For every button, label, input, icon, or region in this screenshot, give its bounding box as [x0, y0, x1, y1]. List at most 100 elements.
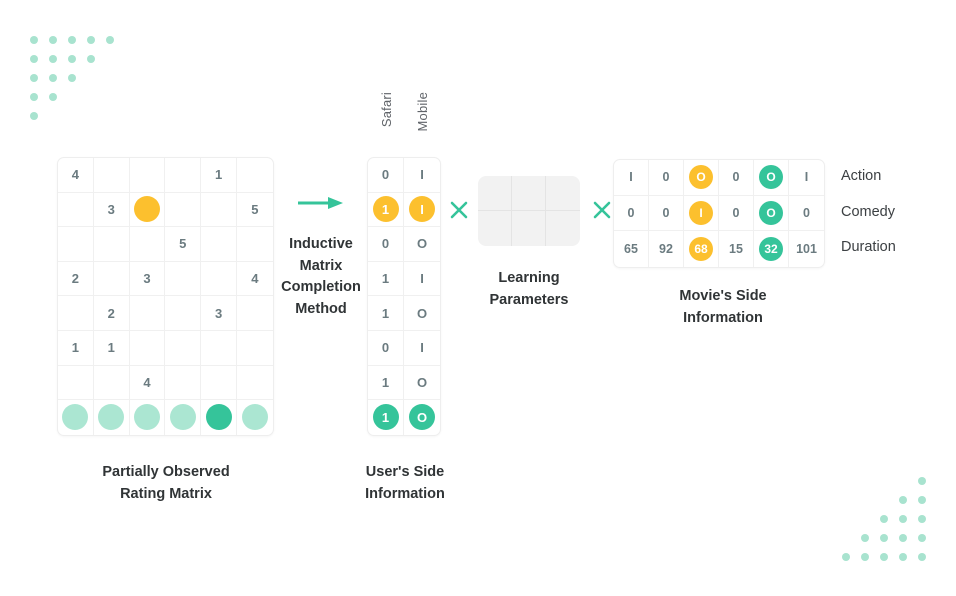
user-matrix-cell-r7-c2: O	[404, 366, 440, 401]
movie-matrix-cell-r1-c3: O	[684, 160, 719, 196]
movie-matrix-chip-teal: 32	[759, 236, 783, 261]
rating-matrix-cell-r5-c5: 3	[201, 296, 237, 331]
dot	[918, 533, 926, 542]
rating-matrix-cell-r4-c5	[201, 261, 237, 297]
dot	[899, 514, 907, 523]
user-matrix-chip-teal: 1	[372, 404, 399, 431]
decorative-dots-bottom-right	[831, 471, 926, 566]
dot-row-2	[30, 49, 125, 68]
rating-matrix-chip-tealpale	[169, 404, 196, 431]
rating-matrix-chip-yellow	[133, 196, 160, 223]
dot	[68, 73, 76, 82]
rating-matrix-cell-r8-c4	[165, 400, 202, 435]
rating-matrix-cell-r1-c5: 1	[201, 158, 237, 193]
dot	[30, 35, 38, 44]
movie-matrix-cell-r2-c3: I	[684, 195, 719, 231]
dot	[30, 111, 38, 120]
dot	[30, 54, 38, 63]
movie-matrix-cell-r3-c2: 92	[649, 231, 684, 267]
rating-matrix-cell-r6-c6	[236, 331, 273, 366]
rating-matrix-cell-r3-c6	[236, 227, 273, 262]
rating-matrix-caption-line2: Rating Matrix	[120, 485, 212, 502]
learning-parameters-caption: Learning Parameters	[464, 268, 594, 311]
rating-matrix-cell-r6-c3	[129, 330, 166, 366]
rating-matrix-chip-tealpale	[98, 404, 125, 431]
rating-matrix-cell-r2-c5	[201, 192, 237, 228]
rating-matrix-cell-r1-c4	[165, 158, 202, 193]
movie-matrix-cell-r2-c6: 0	[789, 196, 824, 231]
dot	[918, 495, 926, 504]
rating-matrix-chip-tealpale	[62, 404, 89, 431]
movie-matrix-cell-r3-c5: 32	[754, 231, 789, 267]
dot-row-1	[831, 471, 926, 490]
movie-matrix-cell-r1-c1: I	[614, 160, 649, 196]
user-matrix-cell-r1-c2: I	[404, 158, 440, 193]
rating-matrix-cell-r4-c2	[93, 261, 130, 297]
user-matrix-cell-r8-c2: O	[404, 400, 440, 435]
user-matrix-chip-yellow: 1	[372, 196, 399, 223]
user-matrix-cell-r6-c2: I	[404, 331, 440, 366]
inductive-matrix-completion-method-label: Inductive Matrix Completion Method	[268, 234, 374, 320]
dot	[899, 552, 907, 561]
rating-matrix-cell-r4-c6: 4	[236, 262, 273, 297]
movie-row-label-action: Action	[841, 168, 882, 184]
multiply-icon-1	[448, 199, 470, 221]
dot	[49, 35, 57, 44]
rating-matrix-cell-r3-c2	[93, 227, 130, 262]
user-matrix-cell-r3-c1: 0	[368, 227, 404, 262]
decorative-dots-top-left	[30, 30, 125, 125]
learning-parameters-matrix	[478, 176, 580, 246]
movie-matrix-chip-yellow: O	[689, 165, 713, 190]
rating-matrix-cell-r7-c3: 4	[129, 365, 166, 401]
user-matrix-cell-r5-c2: O	[404, 296, 440, 331]
dot	[106, 35, 114, 44]
rating-matrix-chip-teal	[205, 404, 232, 431]
dot	[880, 514, 888, 523]
dot	[49, 92, 57, 101]
rating-matrix-cell-r6-c5	[201, 330, 237, 366]
user-matrix-cell-r3-c2: O	[404, 227, 440, 262]
rating-matrix-cell-r1-c3	[129, 158, 166, 193]
user-matrix-chip-yellow: I	[409, 196, 435, 223]
rating-matrix-cell-r4-c1: 2	[58, 261, 94, 297]
user-matrix-cell-r5-c1: 1	[368, 296, 404, 331]
user-matrix-cell-r1-c1: 0	[368, 158, 404, 193]
dot	[49, 73, 57, 82]
dot	[861, 533, 869, 542]
rating-matrix-cell-r1-c1: 4	[58, 158, 94, 193]
dot	[880, 552, 888, 561]
user-matrix-cell-r4-c2: I	[404, 262, 440, 297]
movie-matrix-cell-r2-c2: 0	[649, 195, 684, 231]
dot	[30, 92, 38, 101]
user-matrix-cell-r8-c1: 1	[368, 400, 404, 435]
rating-matrix-cell-r2-c4	[165, 192, 202, 228]
rating-matrix-caption-line1: Partially Observed	[102, 464, 230, 480]
rating-matrix-cell-r3-c5	[201, 227, 237, 262]
rating-matrix-cell-r5-c6	[236, 296, 273, 331]
rating-matrix-cell-r7-c4	[165, 365, 202, 401]
rating-matrix-cell-r8-c6	[237, 400, 273, 435]
dot	[918, 552, 926, 561]
user-matrix-chip-teal: O	[409, 404, 435, 431]
movie-matrix-cell-r1-c5: O	[754, 160, 789, 196]
movie-matrix-cell-r1-c2: 0	[649, 160, 684, 196]
user-matrix-column-header-safari: Safari	[379, 92, 394, 128]
rating-matrix-cell-r2-c2: 3	[93, 192, 130, 228]
dot	[68, 35, 76, 44]
rating-matrix-cell-r1-c2	[93, 158, 130, 193]
movie-matrix-cell-r3-c6: 101	[796, 241, 817, 256]
rating-matrix-cell-r6-c1: 1	[58, 330, 94, 366]
rating-matrix-cell-r4-c4	[165, 261, 202, 297]
movie-matrix-chip-yellow: I	[689, 200, 713, 225]
movie-matrix-chip-teal: O	[759, 200, 783, 225]
learning-caption-line2: Parameters	[489, 291, 569, 308]
learning-parameters-cell-1	[478, 176, 512, 211]
right-arrow-icon	[298, 196, 344, 210]
user-caption-line2: Information	[365, 485, 445, 502]
rating-matrix-cell-r3-c4: 5	[165, 227, 202, 262]
rating-matrix-cell-r1-c6	[236, 158, 273, 193]
dot-row-5	[30, 106, 125, 125]
user-matrix-cell-r2-c1: 1	[368, 192, 404, 228]
rating-matrix-chip-tealpale	[241, 404, 268, 431]
rating-matrix-cell-r5-c4	[165, 296, 202, 331]
